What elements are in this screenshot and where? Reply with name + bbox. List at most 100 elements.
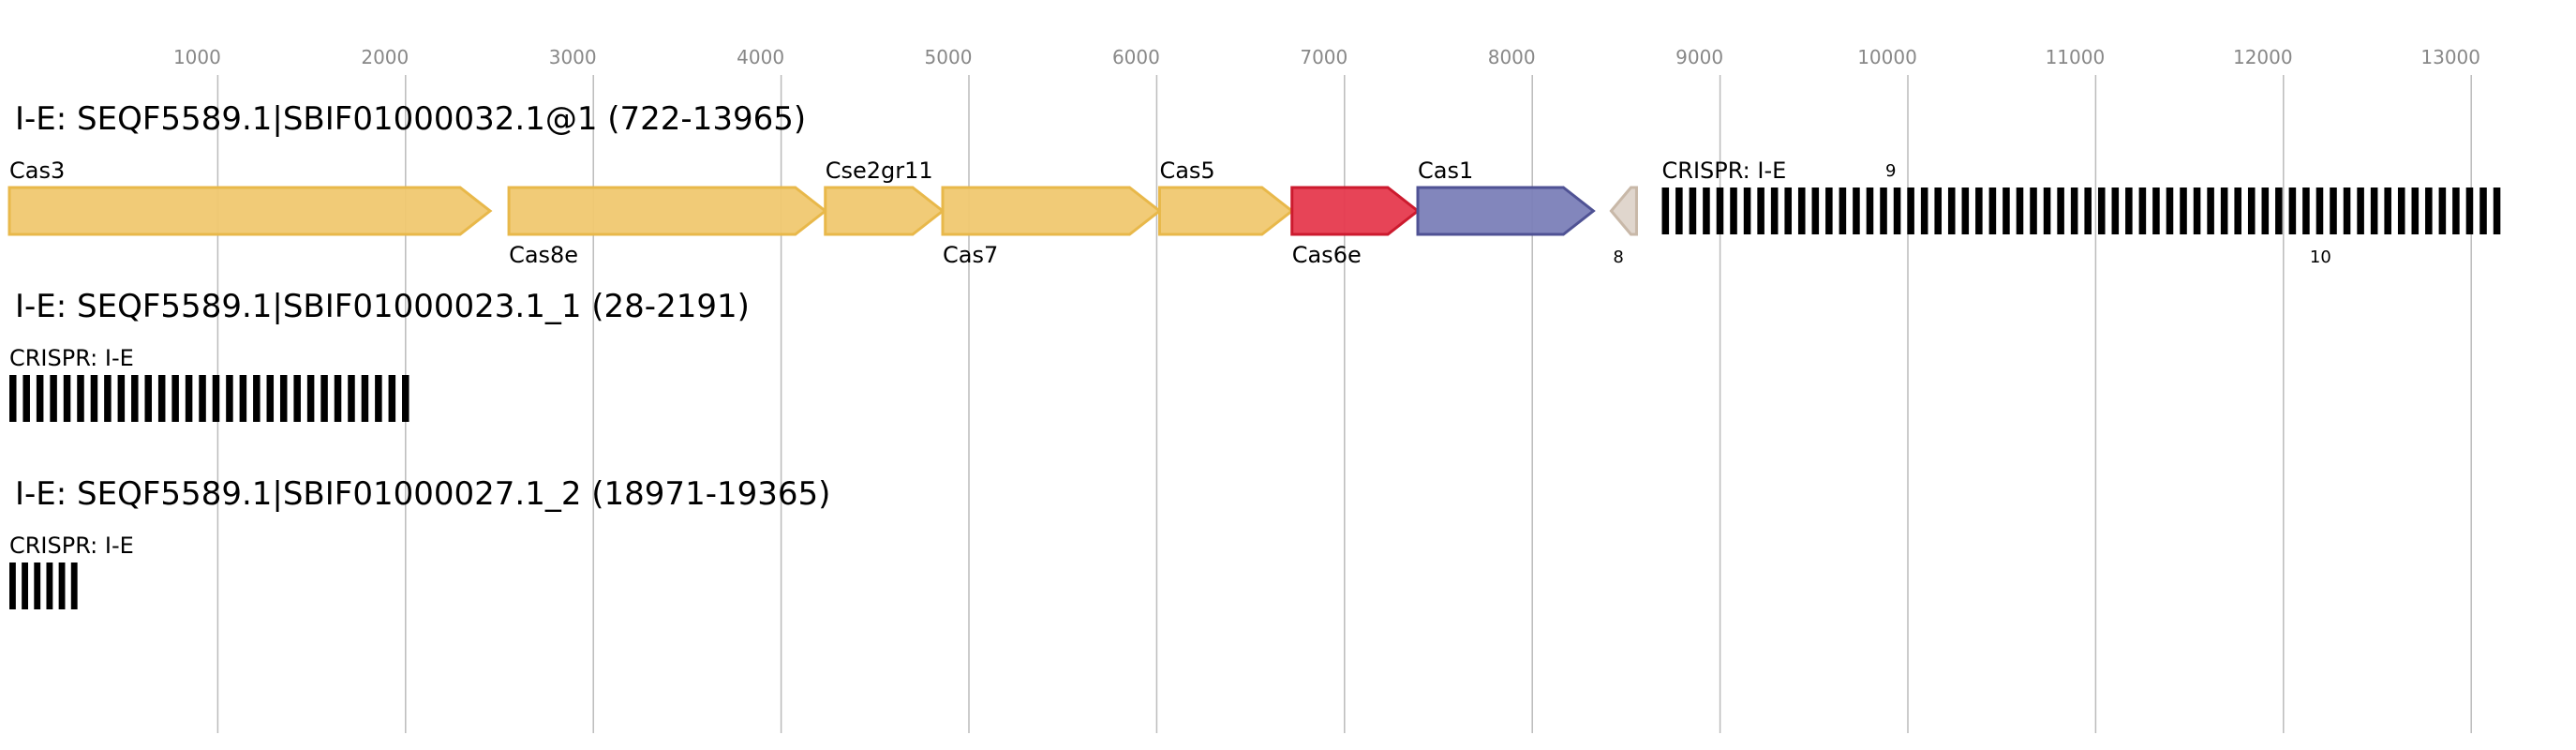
- gene-arrow-8: [1609, 186, 1638, 236]
- crispr-repeat: [1961, 188, 1970, 234]
- crispr-repeat: [1811, 188, 1820, 234]
- crispr-repeat: [90, 375, 98, 422]
- crispr-repeat: [1743, 188, 1751, 234]
- locus-title: I-E: SEQF5589.1|SBIF01000032.1@1 (722-13…: [15, 100, 806, 138]
- gene-arrow-cas8e: [507, 186, 828, 236]
- crispr-repeat: [22, 375, 30, 422]
- crispr-repeat: [2411, 188, 2420, 234]
- crispr-repeat: [1797, 188, 1806, 234]
- crispr-repeat: [2030, 188, 2037, 234]
- crispr-repeat: [63, 375, 71, 422]
- crispr-repeat: [2180, 188, 2187, 234]
- crispr-repeat: [334, 375, 342, 422]
- crispr-repeat: [2315, 188, 2324, 234]
- crispr-repeat: [253, 375, 261, 422]
- crispr-repeat: [2425, 188, 2433, 234]
- crispr-repeat: [1716, 188, 1724, 234]
- gene-label: 8: [1613, 248, 1623, 267]
- crispr-repeat: [2452, 188, 2460, 234]
- ruler-gridlines: [216, 75, 2472, 733]
- crispr-repeat: [104, 375, 112, 422]
- gene-label: Cas6e: [1292, 242, 1362, 268]
- ruler-tick-label: 11000: [2046, 46, 2106, 68]
- gene-arrow-cas3: [7, 186, 493, 236]
- crispr-repeat: [306, 375, 315, 422]
- crispr-repeat: [212, 375, 220, 422]
- gene-arrow-cas6e: [1290, 186, 1421, 236]
- crispr-repeat: [2234, 188, 2241, 234]
- crispr-array-label: CRISPR: I-E: [9, 532, 134, 559]
- crispr-repeat: [1853, 188, 1860, 234]
- gene-label: Cas5: [1159, 158, 1214, 184]
- crispr-repeat: [2343, 188, 2351, 234]
- locus-title: I-E: SEQF5589.1|SBIF01000027.1_2 (18971-…: [15, 475, 830, 513]
- crispr-repeat: [279, 375, 288, 422]
- array-number-label: 9: [1885, 161, 1896, 181]
- crispr-repeat: [2125, 188, 2133, 234]
- crispr-repeat: [2465, 188, 2474, 234]
- crispr-repeat: [2438, 188, 2447, 234]
- crispr-repeat: [1934, 188, 1942, 234]
- ruler-tick-label: 9000: [1675, 46, 1723, 68]
- crispr-repeat: [2288, 188, 2297, 234]
- crispr-repeat: [2397, 188, 2405, 234]
- crispr-repeat: [1675, 188, 1683, 234]
- crispr-repeat: [2247, 188, 2256, 234]
- ruler-tick-label: 5000: [925, 46, 973, 68]
- crispr-repeat: [131, 375, 139, 422]
- ruler-tick-label: 12000: [2233, 46, 2293, 68]
- crispr-repeat: [22, 562, 29, 609]
- locus: I-E: SEQF5589.1|SBIF01000027.1_2 (18971-…: [9, 475, 830, 609]
- ruler-tick-label: 3000: [549, 46, 597, 68]
- crispr-array: [9, 375, 409, 422]
- crispr-repeat: [2220, 188, 2228, 234]
- crispr-repeat: [388, 375, 396, 422]
- locus: I-E: SEQF5589.1|SBIF01000032.1@1 (722-13…: [7, 100, 2501, 268]
- crispr-repeat: [117, 375, 126, 422]
- crispr-repeat: [1866, 188, 1874, 234]
- crispr-repeat: [1730, 188, 1737, 234]
- crispr-repeat: [1975, 188, 1983, 234]
- crispr-repeat: [1947, 188, 1956, 234]
- array-number-label: 10: [2310, 248, 2331, 267]
- crispr-array: [9, 562, 78, 609]
- crispr-repeat: [361, 375, 369, 422]
- gene-label: Cas7: [943, 242, 998, 268]
- crispr-repeat: [1920, 188, 1928, 234]
- crispr-repeat: [1784, 188, 1792, 234]
- ruler-tick-label: 8000: [1488, 46, 1536, 68]
- crispr-repeat: [199, 375, 206, 422]
- crispr-repeat: [2111, 188, 2120, 234]
- crispr-repeat: [2043, 188, 2051, 234]
- crispr-repeat: [157, 375, 166, 422]
- crispr-repeat: [2302, 188, 2310, 234]
- crispr-repeat: [1839, 188, 1847, 234]
- ruler-tick-label: 4000: [737, 46, 784, 68]
- crispr-array: [1661, 188, 2501, 234]
- crispr-repeat: [1825, 188, 1833, 234]
- ruler-tick-label: 1000: [173, 46, 221, 68]
- crispr-repeat: [2070, 188, 2078, 234]
- crispr-repeat: [2193, 188, 2201, 234]
- crispr-repeat: [1893, 188, 1901, 234]
- crispr-array-label: CRISPR: I-E: [9, 345, 134, 371]
- crispr-repeat: [2084, 188, 2092, 234]
- crispr-repeat: [1770, 188, 1779, 234]
- crispr-repeat: [2261, 188, 2270, 234]
- crispr-repeat: [2275, 188, 2283, 234]
- crispr-repeat: [2016, 188, 2024, 234]
- crispr-repeat: [2384, 188, 2391, 234]
- crispr-repeat: [9, 562, 16, 609]
- crispr-repeat: [9, 375, 17, 422]
- locus-title: I-E: SEQF5589.1|SBIF01000023.1_1 (28-219…: [15, 288, 750, 325]
- crispr-repeat: [239, 375, 247, 422]
- crispr-repeat: [348, 375, 355, 422]
- crispr-repeat: [2003, 188, 2010, 234]
- crispr-repeat: [375, 375, 382, 422]
- gene-label: Cse2gr11: [826, 158, 933, 184]
- crispr-repeat: [2138, 188, 2147, 234]
- gene-arrow-cas7: [941, 186, 1162, 236]
- crispr-repeat: [266, 375, 275, 422]
